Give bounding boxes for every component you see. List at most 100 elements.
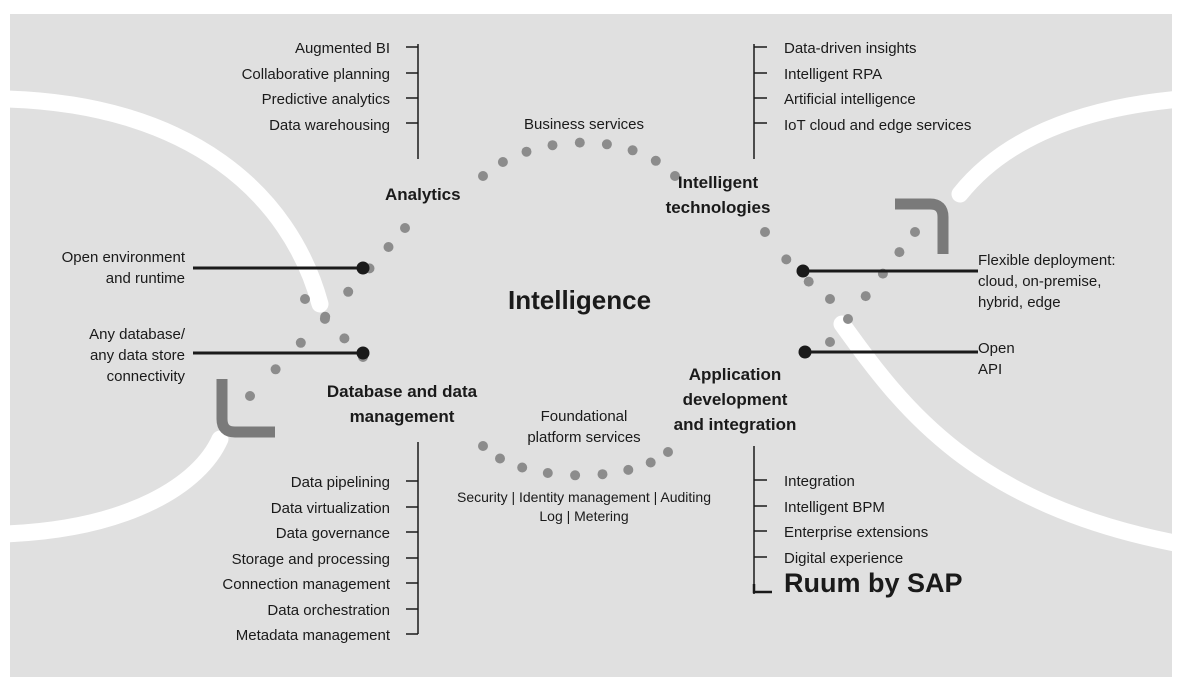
open-env-line: and runtime (105, 270, 185, 287)
flexible-line: Flexible deployment: (978, 252, 1116, 269)
bottom-arc-dot (663, 447, 673, 457)
callout-dot-open-env (356, 261, 370, 275)
analytics-item: Augmented BI (294, 40, 390, 57)
intelligent-item: IoT cloud and edge services (784, 116, 972, 134)
swoosh-left-upper (10, 90, 329, 313)
open-api-line: Open (978, 340, 1015, 357)
left-diagonal-a-dot (270, 364, 281, 375)
corner-bracket-left (216, 379, 275, 438)
flexible-line: hybrid, edge (978, 294, 1061, 311)
analytics-title: Analytics (385, 185, 461, 204)
flexible-line: cloud, on-premise, (978, 273, 1102, 290)
left-diagonal-a-dot (400, 223, 410, 233)
bottom-arc-dot (478, 441, 488, 451)
right-diagonal-b-dot (894, 247, 905, 258)
top-arc-dot (650, 155, 661, 166)
dotted-arcs (245, 137, 920, 481)
top-arc-dot (478, 171, 488, 181)
database-item: Data pipelining (290, 474, 390, 491)
top-arc-dot (521, 146, 532, 157)
security-line: Log | Metering (539, 508, 629, 524)
right-diagonal-b-dot (843, 314, 853, 324)
database-item: Storage and processing (231, 550, 390, 568)
diagram-graphics (10, 44, 1172, 635)
flexible-deployment-label: Flexible deployment: cloud, on-premise, … (978, 250, 1116, 313)
database-items: Data pipelining Data virtualization Data… (222, 470, 390, 649)
callout-dot-flexible (796, 264, 810, 278)
left-diagonal-b-dot (339, 333, 350, 344)
top-arc-dot (497, 157, 508, 167)
left-diagonal-a-dot (245, 391, 255, 401)
business-services-label: Business services (523, 116, 645, 133)
right-diagonal-a-dot (760, 227, 770, 237)
appdev-title-line: and integration (673, 415, 797, 434)
appdev-title-line: development (682, 390, 788, 409)
bottom-arc-dot (517, 462, 528, 473)
any-db-line: connectivity (106, 368, 185, 385)
analytics-item: Predictive analytics (261, 91, 390, 108)
any-db-line: any data store (89, 347, 185, 364)
foundational-line: Foundational (540, 408, 628, 425)
security-line: Security | Identity management | Auditin… (457, 489, 711, 505)
security-label: Security | Identity management | Auditin… (434, 488, 734, 526)
intelligent-title: Intelligent technologies (658, 170, 778, 220)
left-diagonal-b-dot (300, 294, 310, 304)
center-title: Intelligence (508, 285, 652, 315)
any-db-label: Any database/ any data store connectivit… (89, 324, 185, 387)
swoosh-right-upper (951, 91, 1172, 203)
left-diagonal-a-dot (295, 337, 306, 348)
top-arc-dot (670, 171, 680, 181)
analytics-items: Augmented BI Collaborative planning Pred… (242, 36, 390, 138)
database-title: Database and data management (302, 379, 502, 429)
database-item: Data governance (275, 525, 390, 542)
appdev-items: Integration Intelligent BPM Enterprise e… (784, 469, 928, 571)
open-api-label: Open API (978, 338, 1015, 380)
bottom-arc-dot (623, 464, 634, 475)
intelligent-title-line: Intelligent (677, 173, 759, 192)
bottom-arc-dot (570, 470, 581, 481)
right-diagonal-a-dot (803, 276, 814, 287)
ruum-label: Ruum by SAP (784, 568, 963, 598)
tree-appdev-ruum-connector (752, 584, 772, 594)
open-env-label: Open environment and runtime (62, 247, 185, 289)
appdev-item: Enterprise extensions (784, 524, 929, 541)
intelligent-item: Intelligent RPA (784, 65, 883, 83)
foundational-line: platform services (527, 429, 641, 446)
tree-intelligent (753, 44, 767, 159)
bottom-arc-dot (542, 468, 553, 478)
left-diagonal-b-dot (319, 313, 330, 324)
tree-database (406, 442, 419, 635)
top-arc-dot (601, 139, 612, 150)
swoosh-left-lower (10, 430, 229, 543)
diagram-canvas: Intelligence Augmented BI Collaborative … (10, 14, 1172, 677)
right-diagonal-a-dot (781, 254, 792, 265)
intelligent-title-line: technologies (665, 198, 771, 217)
swoosh-right-lower (833, 315, 1172, 552)
analytics-item: Collaborative planning (241, 65, 390, 83)
foundational-label: Foundational platform services (484, 406, 684, 448)
bottom-arc-dot (495, 453, 505, 464)
database-item: Data orchestration (267, 601, 390, 619)
intelligent-item: Artificial intelligence (784, 91, 916, 108)
open-env-line: Open environment (61, 249, 185, 266)
database-title-line: Database and data (326, 382, 478, 401)
left-diagonal-a-dot (383, 242, 394, 252)
right-diagonal-b-dot (910, 227, 920, 237)
bottom-arc-dot (645, 457, 656, 468)
right-diagonal-b-dot (825, 337, 835, 347)
appdev-item: Intelligent BPM (784, 498, 885, 516)
right-diagonal-b-dot (860, 291, 871, 302)
appdev-title: Application development and integration (650, 362, 820, 437)
analytics-item: Data warehousing (269, 116, 390, 134)
corner-bracket-right (895, 198, 949, 254)
callout-dot-open-api (798, 345, 812, 359)
right-diagonal-a-dot (825, 294, 835, 304)
bottom-arc-dot (597, 469, 608, 480)
database-title-line: management (349, 407, 455, 426)
any-db-line: Any database/ (89, 326, 185, 343)
database-item: Connection management (222, 576, 390, 593)
tree-analytics (406, 44, 419, 159)
intelligent-item: Data-driven insights (784, 40, 917, 57)
callout-dot-any-db (356, 346, 370, 360)
appdev-title-line: Application (688, 365, 782, 384)
